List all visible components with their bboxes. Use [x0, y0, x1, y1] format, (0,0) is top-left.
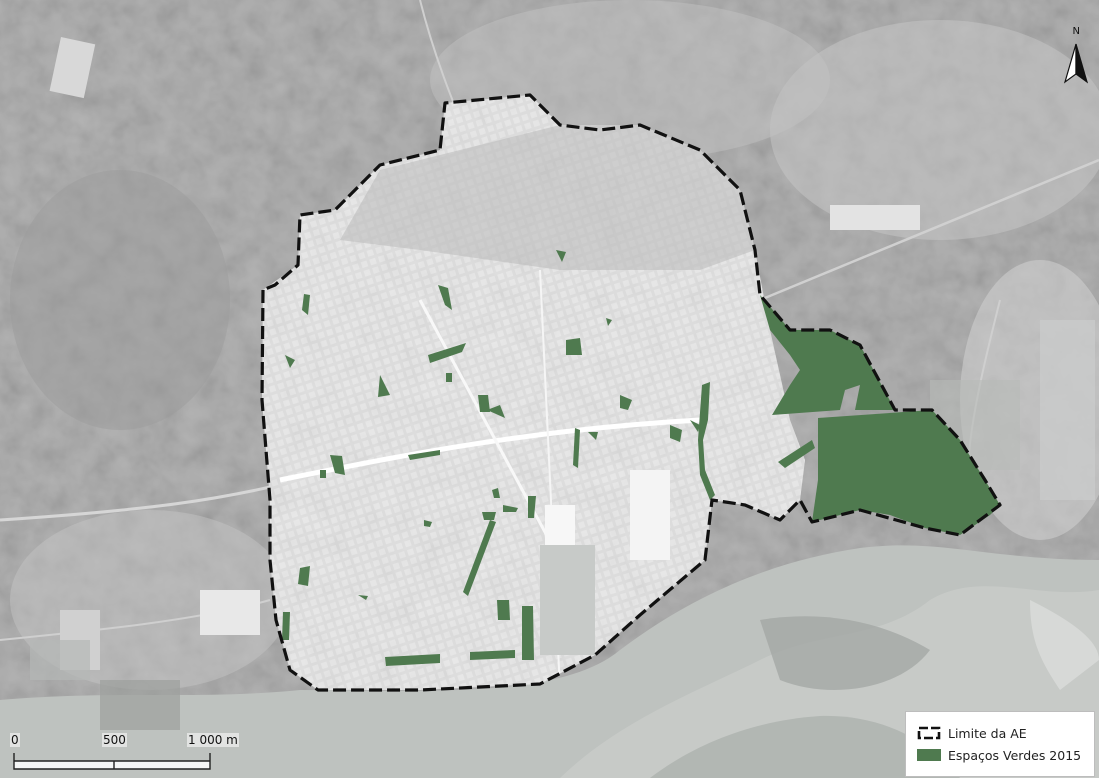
- green-space: [385, 654, 440, 666]
- green-space: [446, 373, 452, 382]
- scale-label-zero: 0: [10, 733, 20, 747]
- green-space-east-north: [760, 295, 895, 415]
- green-space: [503, 505, 518, 512]
- green-strip-east: [778, 440, 815, 468]
- green-space: [588, 432, 598, 440]
- green-space: [690, 420, 700, 432]
- green-space: [282, 612, 290, 640]
- scale-bar: 0 500 1 000 m: [0, 733, 260, 778]
- green-space: [698, 382, 715, 500]
- green-space: [463, 520, 496, 596]
- green-space: [497, 600, 510, 620]
- green-space: [620, 395, 632, 410]
- green-space: [358, 595, 368, 600]
- dashed-outline-icon: [917, 726, 941, 740]
- green-space: [378, 375, 390, 397]
- green-space: [298, 566, 310, 586]
- green-space: [428, 343, 466, 363]
- study-area-boundary: [260, 93, 1002, 692]
- scale-bar-graphic: [13, 753, 211, 770]
- legend-label: Limite da AE: [948, 725, 1027, 741]
- north-arrow-icon: [1063, 43, 1089, 84]
- green-space: [487, 405, 505, 418]
- green-space: [478, 395, 490, 412]
- scale-label-mid: 500: [102, 733, 127, 747]
- green-space: [670, 425, 682, 442]
- green-space: [556, 250, 566, 262]
- green-space: [482, 512, 496, 520]
- green-space: [470, 650, 515, 660]
- green-space: [285, 355, 295, 368]
- green-spaces-layer: [282, 250, 1000, 666]
- green-space: [492, 488, 500, 498]
- map-legend: Limite da AE Espaços Verdes 2015: [905, 711, 1095, 777]
- green-space: [424, 520, 432, 527]
- green-space: [438, 285, 452, 310]
- green-space: [408, 450, 440, 460]
- green-space: [302, 294, 310, 315]
- green-space: [606, 318, 612, 326]
- green-fill-swatch: [917, 749, 941, 761]
- north-label: N: [1072, 26, 1080, 37]
- green-space: [566, 338, 582, 355]
- green-space: [330, 455, 345, 475]
- green-space: [320, 470, 326, 478]
- legend-item-boundary: Limite da AE: [916, 722, 1086, 744]
- green-space: [573, 428, 580, 468]
- green-space: [522, 606, 534, 660]
- green-space: [528, 496, 536, 518]
- legend-item-green-spaces: Espaços Verdes 2015: [916, 744, 1086, 766]
- scale-label-end: 1 000 m: [187, 733, 239, 747]
- legend-label: Espaços Verdes 2015: [948, 747, 1082, 763]
- green-space-east-south: [812, 410, 1000, 535]
